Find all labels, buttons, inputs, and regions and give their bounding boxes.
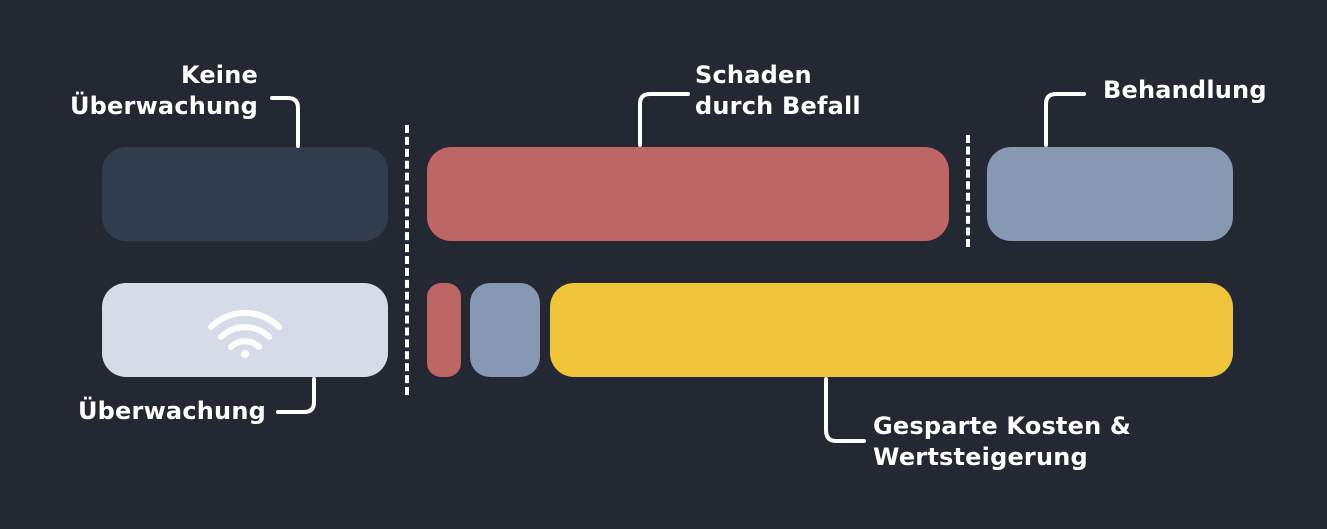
savings-label: Gesparte Kosten & Wertsteigerung: [873, 412, 1132, 471]
monitoring-label: Überwachung: [77, 397, 266, 425]
right-divider: [966, 135, 970, 247]
monitoring-bar: [102, 283, 388, 377]
savings-connector: [824, 377, 866, 443]
small-treatment-bar: [470, 283, 540, 377]
treatment-connector: [1044, 92, 1086, 147]
no-monitoring-bar: [102, 147, 388, 241]
small-damage-bar: [427, 283, 461, 377]
no-monitoring-label: Keine Überwachung: [69, 61, 258, 120]
wifi-icon: [208, 309, 282, 358]
damage-connector: [638, 92, 690, 147]
left-divider: [405, 125, 409, 395]
damage-label: Schaden durch Befall: [695, 61, 861, 120]
no-monitoring-connector: [270, 96, 300, 148]
damage-bar: [427, 147, 949, 241]
treatment-label: Behandlung: [1103, 76, 1267, 104]
monitoring-connector: [276, 377, 316, 414]
treatment-bar: [987, 147, 1233, 241]
savings-bar: [550, 283, 1233, 377]
